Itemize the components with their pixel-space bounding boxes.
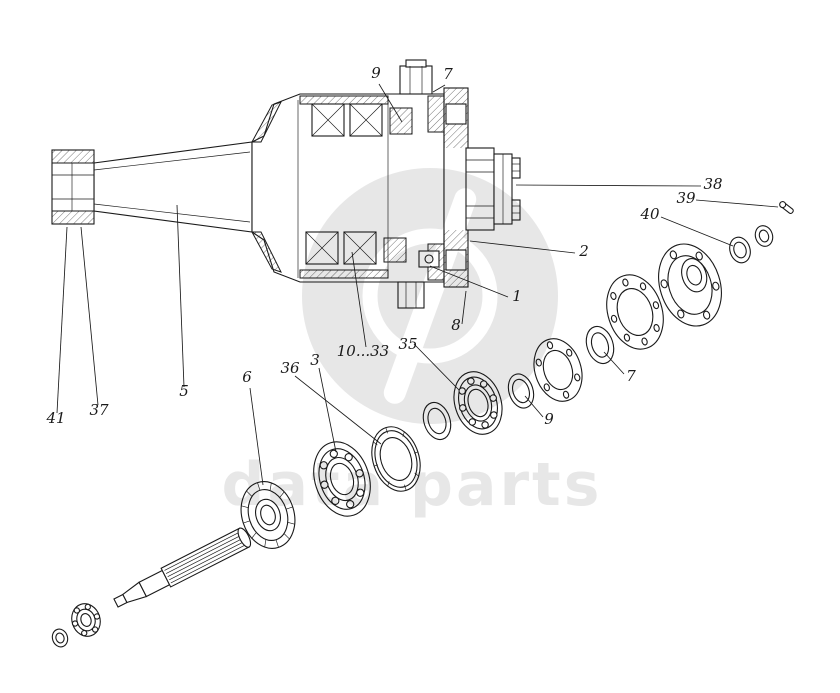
- leader-41: [56, 226, 68, 414]
- part-label-9-mid: 9: [544, 410, 554, 428]
- large-bearing: [313, 441, 371, 517]
- watermark: data parts: [222, 168, 603, 520]
- leader-9-top: [378, 83, 403, 123]
- ring-nut: [371, 426, 421, 492]
- lock-washer-plate: [533, 338, 583, 402]
- leader-6: [249, 387, 264, 486]
- leader-7-mid: [603, 351, 625, 375]
- part-label-2: 2: [578, 242, 589, 260]
- watermark-text: data parts: [222, 450, 603, 520]
- drive-pinion-shaft: [113, 527, 252, 608]
- leader-9-mid: [524, 395, 544, 418]
- small-bearing: [71, 603, 101, 637]
- nut: [754, 225, 774, 247]
- part-label-5: 5: [179, 382, 189, 400]
- part-label-7-mid: 7: [626, 367, 636, 385]
- small-washer: [51, 628, 69, 648]
- part-label-36: 36: [280, 359, 300, 377]
- part-label-39: 39: [676, 189, 696, 207]
- axle-tube: [93, 141, 253, 233]
- part-label-41: 41: [45, 409, 65, 427]
- washer: [729, 236, 751, 264]
- leader-7-top: [432, 84, 446, 93]
- part-label-6: 6: [242, 368, 252, 386]
- top-bracket: [399, 59, 433, 95]
- part-label-9-top: 9: [371, 64, 381, 82]
- oil-seal: [585, 325, 615, 365]
- part-label-3: 3: [310, 351, 320, 369]
- leader-37: [80, 226, 99, 406]
- watermark-logo-icon: [302, 168, 558, 424]
- leader-36: [294, 375, 382, 445]
- leader-40: [660, 216, 734, 247]
- cotter-pin: [779, 201, 794, 215]
- leader-38: [515, 184, 702, 187]
- left-hub-flange: [51, 149, 95, 225]
- part-label-7-top: 7: [443, 65, 453, 83]
- leader-3: [318, 367, 337, 453]
- gasket-plate: [606, 274, 664, 350]
- bevel-pinion-gear: [240, 481, 296, 549]
- leader-39: [695, 199, 779, 208]
- part-label-38: 38: [703, 175, 722, 193]
- upper-bearing-block: [311, 103, 413, 137]
- leader-5: [176, 204, 185, 388]
- part-label-37: 37: [89, 401, 109, 419]
- drive-flange-hub: [658, 243, 722, 327]
- part-label-40: 40: [639, 205, 660, 223]
